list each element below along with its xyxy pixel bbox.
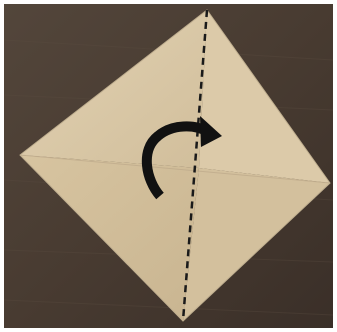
origami-instruction-image — [0, 0, 337, 332]
origami-photo-canvas — [0, 0, 337, 332]
